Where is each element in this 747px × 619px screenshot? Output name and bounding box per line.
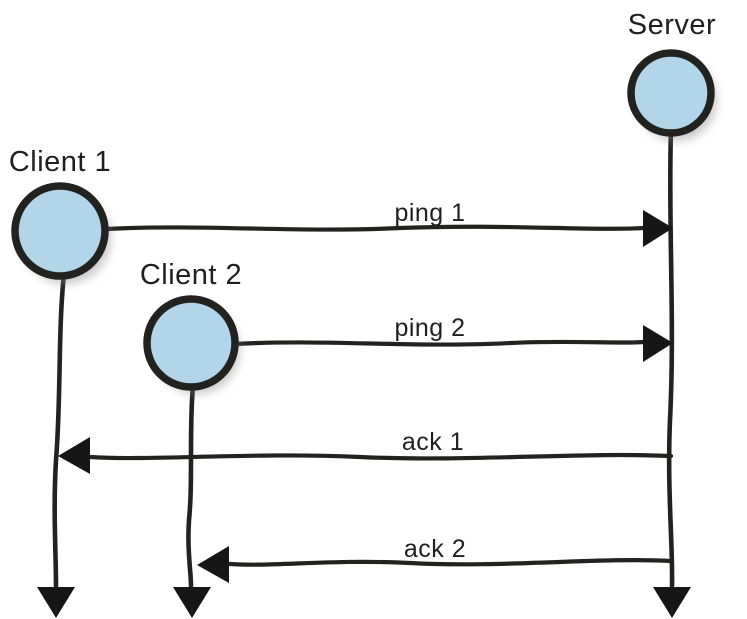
arrowhead-down-icon: [653, 587, 691, 618]
lifeline-line-server: [666, 127, 675, 589]
node-sketch-stroke: [144, 299, 238, 387]
lifeline-server: [653, 127, 691, 618]
message-line-ack-2: [227, 558, 674, 567]
arrowhead-left-icon: [197, 546, 229, 583]
node-sketch-stroke: [628, 53, 714, 133]
lifeline-line-client-2: [186, 383, 196, 589]
message-label-ping-2: ping 2: [394, 314, 465, 342]
actor-label-client-2: Client 2: [140, 259, 242, 291]
lifeline-client-1: [37, 271, 75, 618]
message-label-ack-1: ack 1: [402, 428, 464, 456]
message-ack-1: ack 1: [58, 428, 674, 474]
lifeline-client-2: [173, 383, 211, 618]
actor-label-server: Server: [628, 9, 716, 41]
message-label-ping-1: ping 1: [394, 199, 465, 227]
message-ping-1: ping 1: [104, 199, 673, 247]
message-ack-2: ack 2: [197, 535, 674, 583]
message-line-ping-1: [104, 224, 646, 232]
message-line-ping-2: [233, 339, 646, 347]
message-line-ack-1: [88, 452, 674, 461]
actor-client-1: Client 1: [9, 146, 111, 284]
actor-label-client-1: Client 1: [9, 146, 111, 178]
arrowhead-down-icon: [37, 587, 75, 618]
arrowhead-left-icon: [58, 437, 90, 474]
actor-server: Server: [627, 9, 717, 141]
message-label-ack-2: ack 2: [404, 535, 466, 563]
message-ping-2: ping 2: [233, 314, 673, 362]
lifeline-line-client-1: [52, 271, 67, 589]
arrowhead-right-icon: [643, 210, 673, 247]
node-sketch-stroke: [12, 186, 108, 276]
arrowhead-right-icon: [643, 325, 673, 362]
actor-client-2: Client 2: [140, 259, 242, 394]
arrowhead-down-icon: [173, 587, 211, 618]
